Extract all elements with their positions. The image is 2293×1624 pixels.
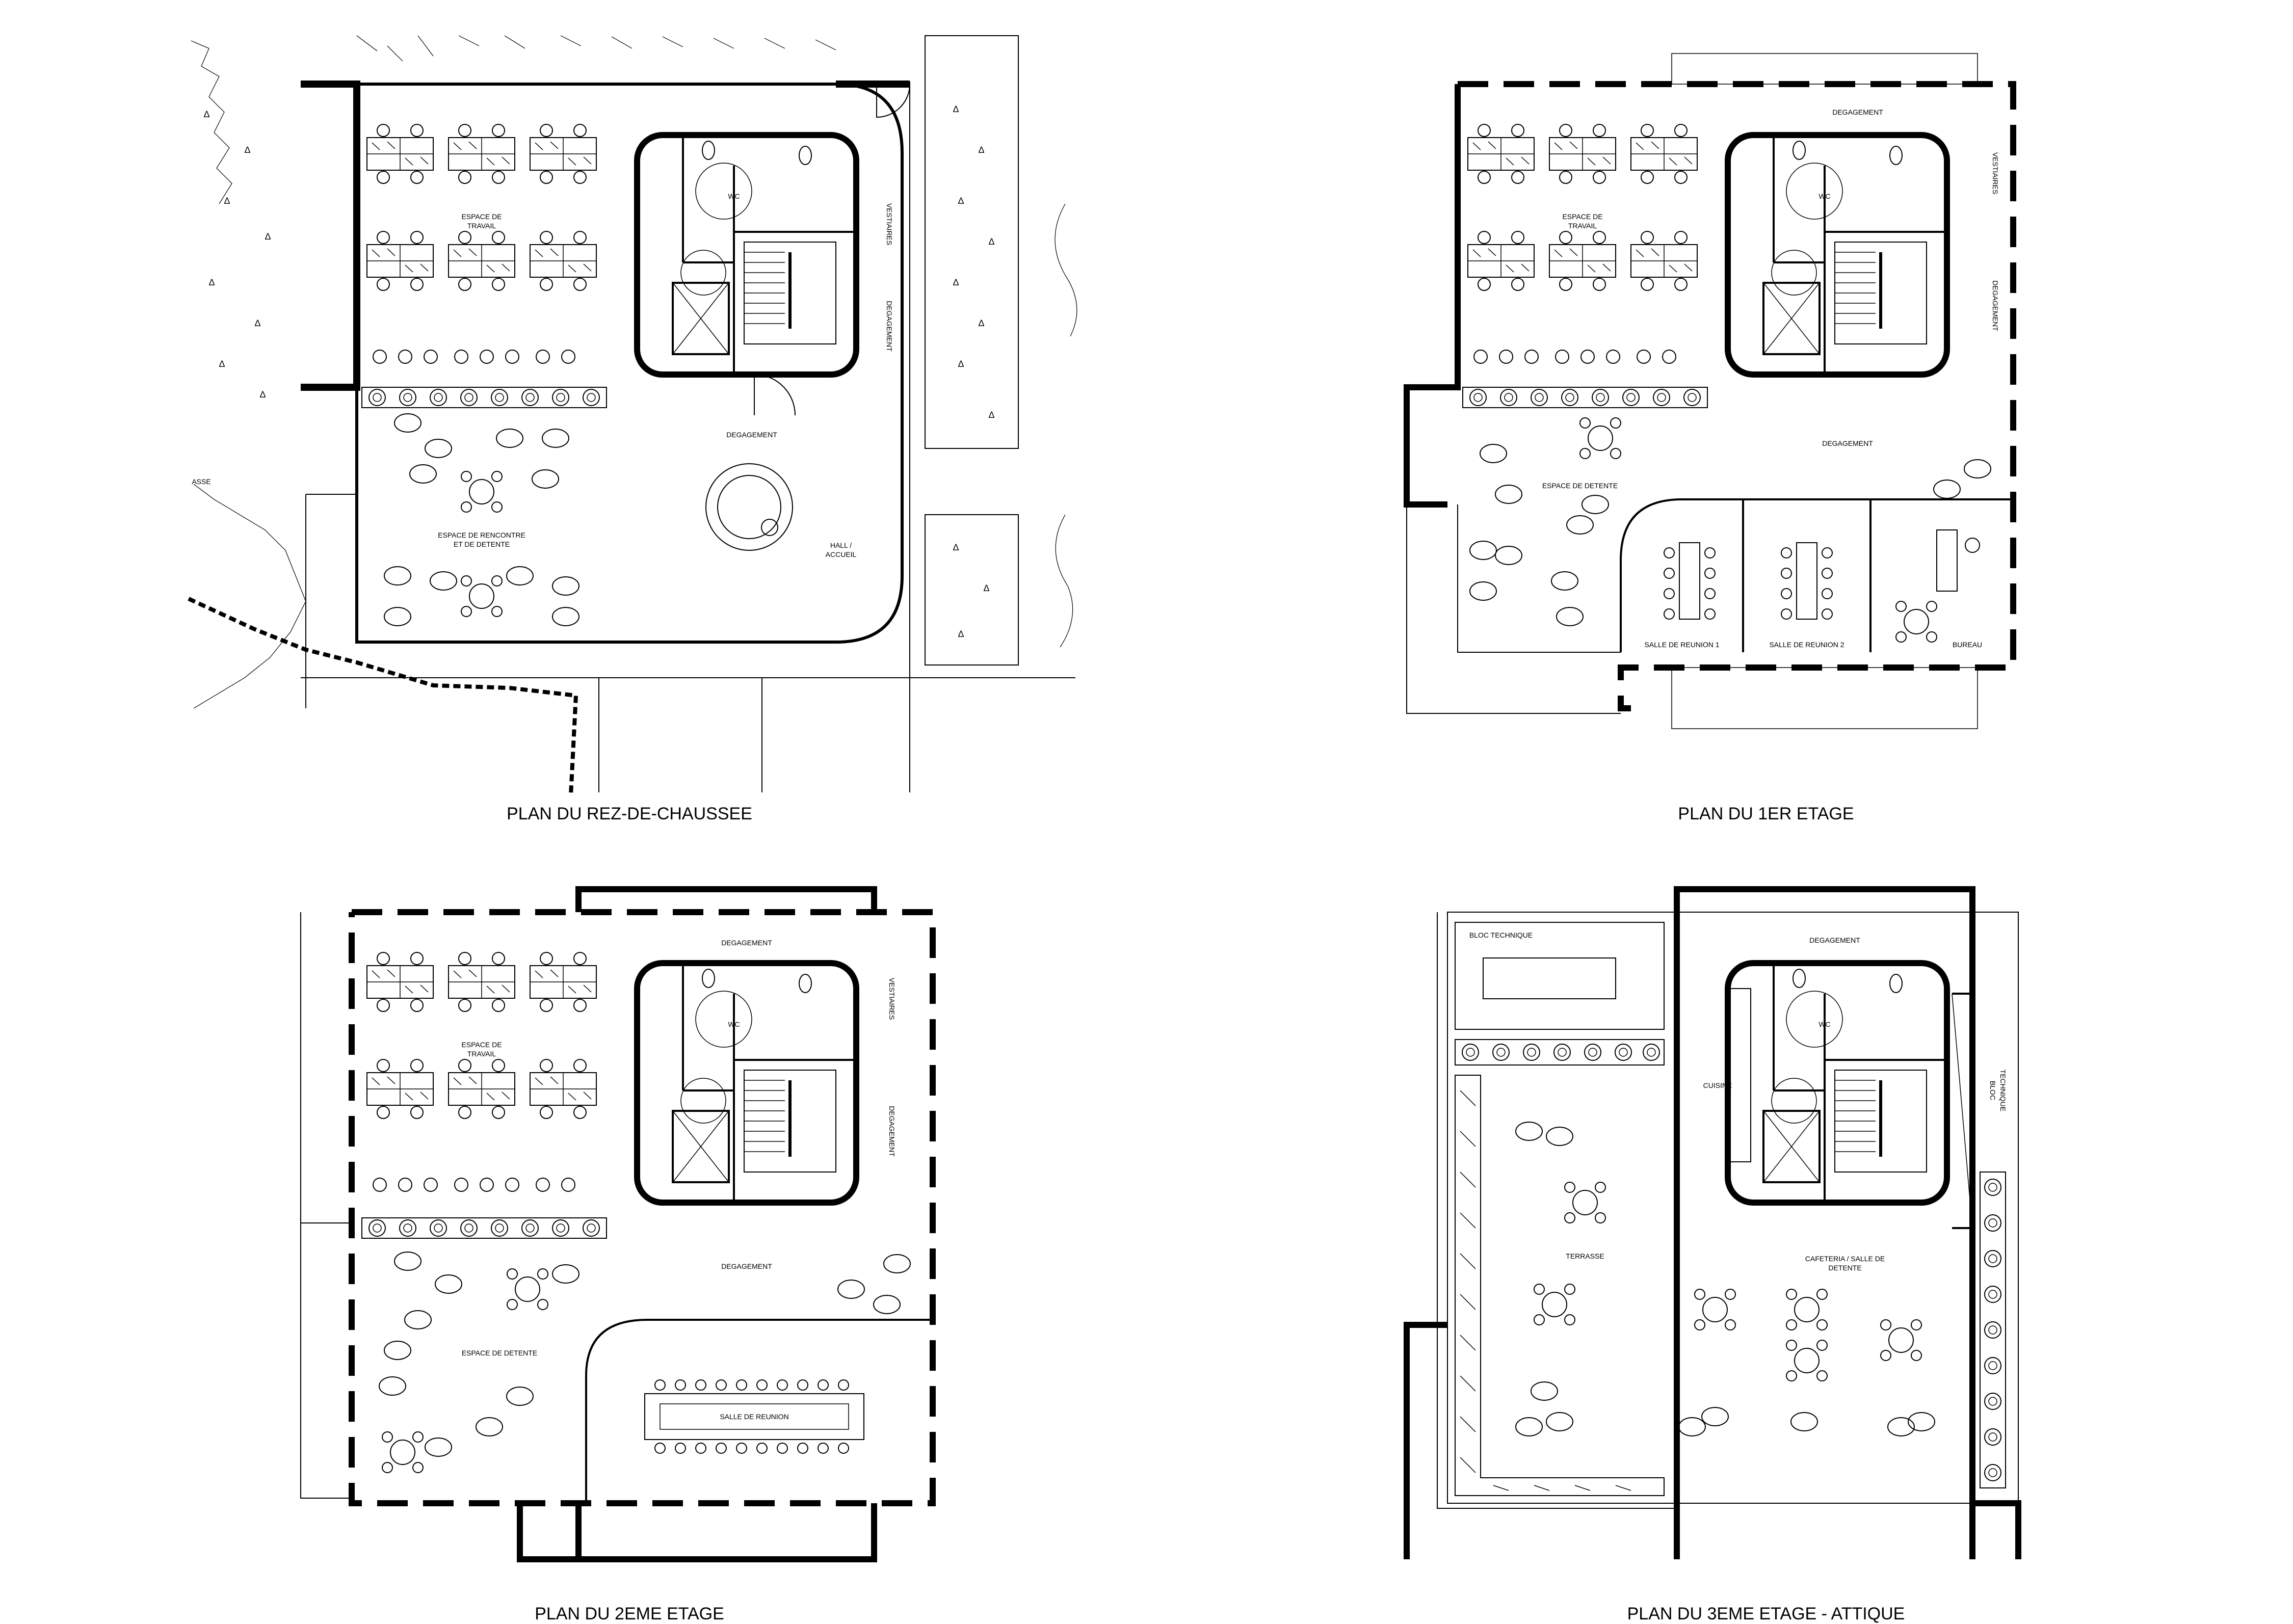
label-vestiaires: VESTIAIRES [888, 978, 896, 1020]
svg-text:∆: ∆ [260, 389, 266, 400]
label-degagement-vertical: DEGAGEMENT [885, 301, 893, 352]
title-rez-de-chaussee: PLAN DU REZ-DE-CHAUSSEE [507, 804, 752, 823]
label-wc: WC [1818, 1020, 1830, 1028]
svg-text:∆: ∆ [953, 104, 959, 114]
plan-1er-etage: DEGAGEMENT ESPACE DE TRAVAIL WC VESTIAIR… [1404, 53, 2016, 729]
label-vestiaires: VESTIAIRES [1991, 152, 1999, 194]
planter-strip [361, 1217, 607, 1239]
title-1er-etage: PLAN DU 1ER ETAGE [1678, 804, 1854, 823]
label-cafeteria-1: CAFETERIA / SALLE DE [1805, 1255, 1885, 1263]
label-salle-reunion-1: SALLE DE REUNION 1 [1644, 641, 1719, 649]
svg-text:∆: ∆ [958, 629, 964, 639]
label-degagement-top: DEGAGEMENT [1832, 108, 1883, 116]
svg-text:∆: ∆ [958, 196, 964, 206]
planter-strip [361, 387, 607, 408]
svg-text:∆: ∆ [989, 236, 994, 247]
label-bloc-technique-v2: TECHNIQUE [1999, 1070, 2007, 1111]
label-espace-travail-1: ESPACE DE [461, 212, 502, 221]
label-vestiaires: VESTIAIRES [885, 203, 893, 245]
label-edge: ASSE [192, 477, 210, 486]
svg-text:∆: ∆ [219, 359, 225, 369]
label-wc: WC [728, 192, 740, 200]
label-cafeteria-2: DETENTE [1828, 1264, 1861, 1272]
label-degagement-vertical: DEGAGEMENT [888, 1106, 896, 1157]
label-wc: WC [1818, 192, 1830, 200]
label-degagement-top: DEGAGEMENT [721, 939, 772, 947]
svg-text:∆: ∆ [979, 145, 984, 155]
label-bloc-technique: BLOC TECHNIQUE [1469, 931, 1533, 939]
label-hall-1: HALL / [830, 541, 852, 549]
label-salle-reunion: SALLE DE REUNION [720, 1413, 788, 1421]
label-bureau: BUREAU [1953, 641, 1982, 649]
svg-text:∆: ∆ [958, 359, 964, 369]
label-espace-travail-2: TRAVAIL [467, 1050, 496, 1058]
label-espace-travail-1: ESPACE DE [1562, 212, 1602, 221]
label-rencontre-2: ET DE DETENTE [454, 540, 510, 548]
svg-text:∆: ∆ [224, 196, 230, 206]
label-cuisine: CUISINE [1703, 1081, 1732, 1089]
label-degagement: DEGAGEMENT [721, 1262, 772, 1270]
label-espace-travail-2: TRAVAIL [467, 222, 496, 230]
label-rencontre-1: ESPACE DE RENCONTRE [438, 531, 525, 539]
label-espace-travail-2: TRAVAIL [1568, 222, 1597, 230]
title-3eme-etage-attique: PLAN DU 3EME ETAGE - ATTIQUE [1627, 1604, 1905, 1623]
svg-text:∆: ∆ [984, 583, 989, 593]
tree-glyphs: ∆ ∆ ∆ ∆ ∆ ∆ ∆ ∆ ∆ ∆ ∆ ∆ ∆ ∆ ∆ ∆ ∆ ∆ ∆ [204, 104, 994, 639]
terrace-planter-top [1455, 1039, 1665, 1066]
label-degagement-vertical: DEGAGEMENT [1991, 280, 1999, 331]
plan-2eme-etage: DEGAGEMENT ESPACE DE TRAVAIL WC VESTIAIR… [300, 886, 936, 1562]
label-degagement: DEGAGEMENT [726, 431, 777, 439]
plan-3eme-etage-attique: BLOC TECHNIQUE DEGAGEMENT WC CUISINE BLO… [1404, 886, 2021, 1559]
svg-text:∆: ∆ [979, 318, 984, 328]
label-salle-reunion-2: SALLE DE REUNION 2 [1769, 641, 1844, 649]
label-degagement: DEGAGEMENT [1822, 439, 1873, 447]
planter-strip [1462, 387, 1708, 408]
svg-text:∆: ∆ [255, 318, 260, 328]
landscape-hatch [191, 35, 1077, 709]
svg-text:∆: ∆ [209, 277, 215, 287]
svg-text:∆: ∆ [989, 410, 994, 420]
label-espace-detente: ESPACE DE DETENTE [1542, 482, 1618, 490]
title-2eme-etage: PLAN DU 2EME ETAGE [535, 1604, 724, 1623]
plan-rez-de-chaussee: ∆ ∆ ∆ ∆ ∆ ∆ ∆ ∆ ∆ ∆ ∆ ∆ ∆ ∆ ∆ ∆ ∆ ∆ ∆ [188, 35, 1077, 795]
label-bloc-technique-v1: BLOC [1989, 1081, 1997, 1100]
svg-text:∆: ∆ [953, 277, 959, 287]
planter-strip-right [1980, 1172, 2006, 1488]
label-degagement-top: DEGAGEMENT [1809, 936, 1860, 944]
label-wc: WC [728, 1020, 740, 1028]
label-espace-travail-1: ESPACE DE [461, 1041, 502, 1049]
svg-text:∆: ∆ [245, 145, 250, 155]
label-espace-detente: ESPACE DE DETENTE [462, 1349, 537, 1357]
label-terrasse: TERRASSE [1566, 1252, 1604, 1260]
label-hall-2: ACCUEIL [826, 550, 857, 558]
svg-text:∆: ∆ [953, 542, 959, 552]
svg-text:∆: ∆ [204, 109, 209, 119]
svg-text:∆: ∆ [265, 231, 271, 242]
